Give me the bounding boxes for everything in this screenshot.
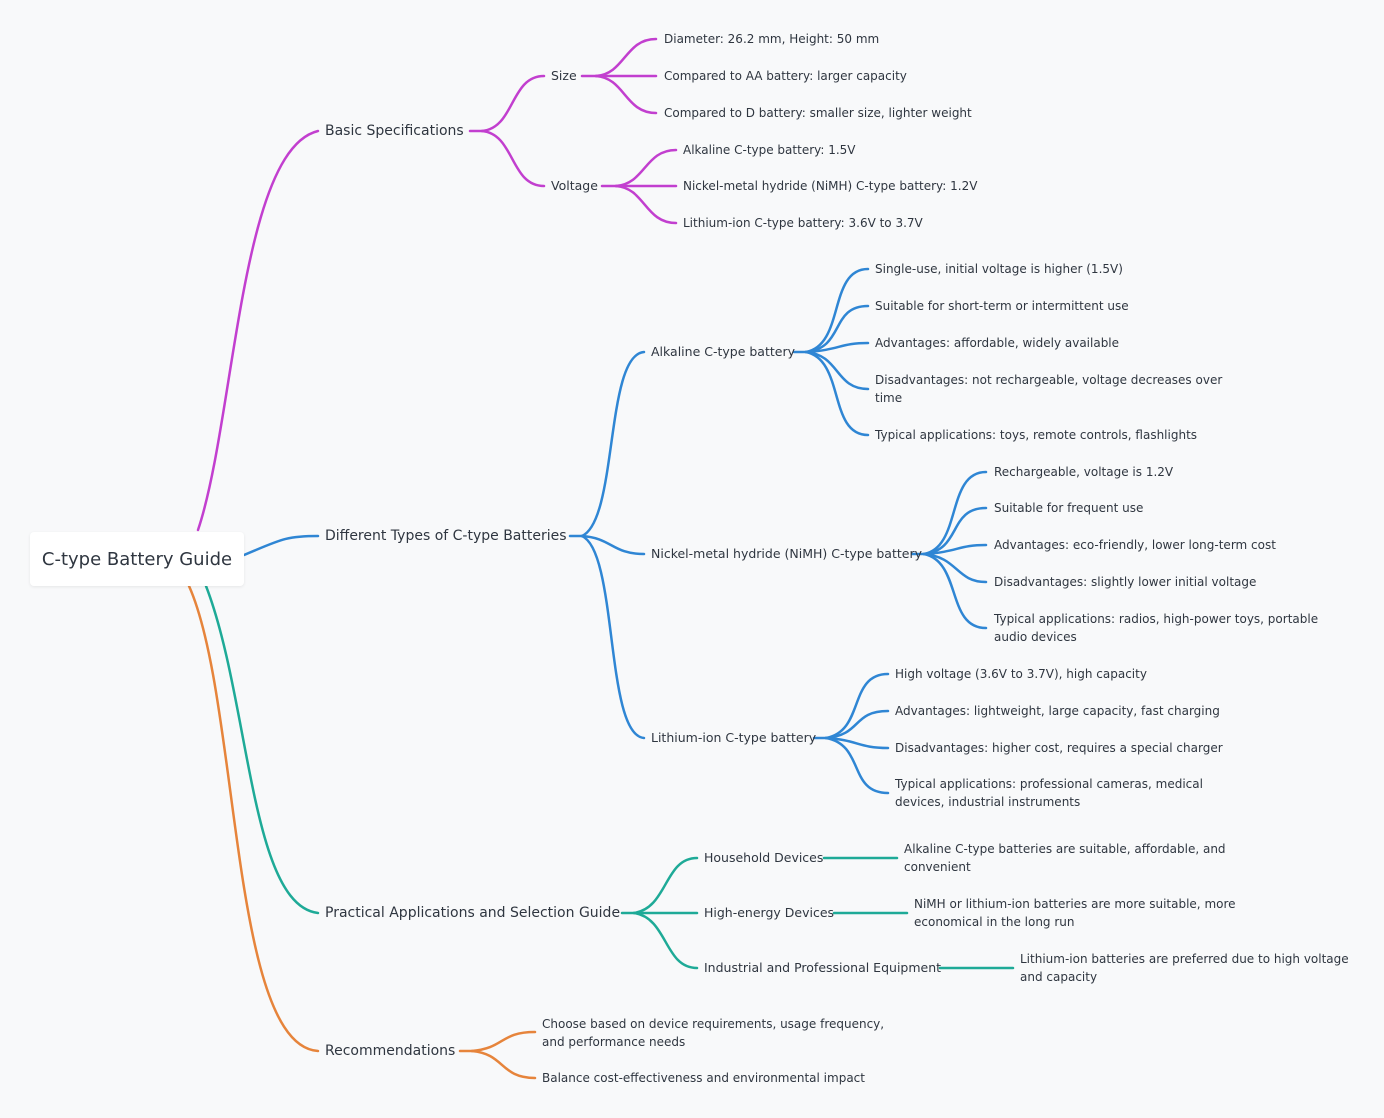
connector-voltage-item-1 [614, 148, 678, 188]
connector-lithium-item-2 [824, 709, 890, 740]
connector-recs-item-2 [470, 1049, 537, 1080]
connector-root-specs [196, 129, 320, 532]
connector-nimh-item-5 [922, 552, 988, 630]
connector-alkaline-item-1 [804, 267, 870, 354]
node-basic-specifications[interactable]: Basic Specifications [325, 123, 464, 139]
node-industrial-equipment[interactable]: Industrial and Professional Equipment [704, 960, 942, 975]
connector-root-recs [187, 584, 320, 1053]
node-different-types[interactable]: Different Types of C-type Batteries [325, 528, 567, 544]
node-lithium[interactable]: Lithium-ion C-type battery [651, 730, 817, 745]
connector-root-apps [204, 584, 320, 915]
root-node[interactable]: C-type Battery Guide [30, 532, 244, 586]
node-size-item[interactable]: Compared to D battery: smaller size, lig… [664, 106, 972, 120]
node-voltage-item[interactable]: Lithium-ion C-type battery: 3.6V to 3.7V [683, 216, 923, 230]
node-highenergy-item[interactable]: NiMH or lithium-ion batteries are more s… [914, 897, 1236, 929]
connector-alkaline-item-2 [804, 304, 870, 354]
connector-nimh-item-1 [922, 470, 988, 556]
node-lithium-item[interactable]: Advantages: lightweight, large capacity,… [895, 704, 1220, 718]
connector-nimh-item-4 [922, 552, 988, 584]
connector-lithium-item-1 [824, 672, 890, 740]
node-practical-applications[interactable]: Practical Applications and Selection Gui… [325, 905, 621, 921]
node-voltage[interactable]: Voltage [551, 178, 598, 193]
connector-recs-item-1 [470, 1030, 537, 1053]
node-alkaline[interactable]: Alkaline C-type battery [651, 344, 795, 359]
connector-voltage-item-3 [614, 184, 678, 225]
node-voltage-item[interactable]: Alkaline C-type battery: 1.5V [683, 143, 856, 157]
connector-types-nimh [580, 534, 646, 556]
node-alkaline-item[interactable]: Typical applications: toys, remote contr… [875, 428, 1198, 442]
node-high-energy-devices[interactable]: High-energy Devices [704, 905, 835, 920]
connector-lithium-item-3 [824, 736, 890, 750]
node-nimh[interactable]: Nickel-metal hydride (NiMH) C-type batte… [651, 546, 922, 561]
connector-alkaline-item-4 [804, 350, 870, 391]
node-lithium-item[interactable]: Typical applications: professional camer… [895, 777, 1203, 809]
node-nimh-item[interactable]: Advantages: eco-friendly, lower long-ter… [994, 538, 1276, 552]
node-alkaline-item[interactable]: Disadvantages: not rechargeable, voltage… [875, 373, 1223, 405]
node-industrial-item[interactable]: Lithium-ion batteries are preferred due … [1020, 952, 1349, 984]
connector-size-item-3 [594, 74, 658, 115]
node-recommendations[interactable]: Recommendations [325, 1043, 456, 1059]
node-nimh-item[interactable]: Suitable for frequent use [994, 501, 1144, 515]
connector-nimh-item-3 [922, 543, 988, 556]
node-recommendation-item[interactable]: Choose based on device requirements, usa… [542, 1017, 885, 1049]
node-size-item[interactable]: Compared to AA battery: larger capacity [664, 69, 907, 83]
connector-specs-size [480, 74, 546, 133]
node-household-devices[interactable]: Household Devices [704, 850, 824, 865]
node-recommendation-item[interactable]: Balance cost-effectiveness and environme… [542, 1071, 865, 1085]
connector-apps-industrial [632, 911, 699, 970]
connector-alkaline-item-5 [804, 350, 870, 437]
connector-types-lithium [580, 534, 646, 740]
connector-specs-voltage [480, 129, 546, 188]
node-lithium-item[interactable]: Disadvantages: higher cost, requires a s… [895, 741, 1223, 755]
connector-size-item-1 [594, 37, 658, 78]
connector-alkaline-item-3 [804, 341, 870, 354]
node-lithium-item[interactable]: High voltage (3.6V to 3.7V), high capaci… [895, 667, 1147, 681]
node-alkaline-item[interactable]: Single-use, initial voltage is higher (1… [875, 262, 1123, 276]
node-nimh-item[interactable]: Typical applications: radios, high-power… [994, 612, 1319, 644]
connector-root-types [242, 534, 320, 557]
node-size[interactable]: Size [551, 68, 577, 83]
node-alkaline-item[interactable]: Advantages: affordable, widely available [875, 336, 1120, 350]
connector-lithium-item-4 [824, 736, 890, 795]
node-household-item[interactable]: Alkaline C-type batteries are suitable, … [904, 842, 1226, 874]
connector-nimh-item-2 [922, 506, 988, 556]
node-alkaline-item[interactable]: Suitable for short-term or intermittent … [875, 299, 1129, 313]
connector-apps-household [632, 856, 699, 915]
root-title: C-type Battery Guide [41, 548, 233, 570]
connector-types-alkaline [580, 350, 646, 538]
node-voltage-item[interactable]: Nickel-metal hydride (NiMH) C-type batte… [683, 179, 978, 193]
node-size-item[interactable]: Diameter: 26.2 mm, Height: 50 mm [664, 32, 880, 46]
node-nimh-item[interactable]: Rechargeable, voltage is 1.2V [994, 465, 1174, 479]
node-nimh-item[interactable]: Disadvantages: slightly lower initial vo… [994, 575, 1257, 589]
